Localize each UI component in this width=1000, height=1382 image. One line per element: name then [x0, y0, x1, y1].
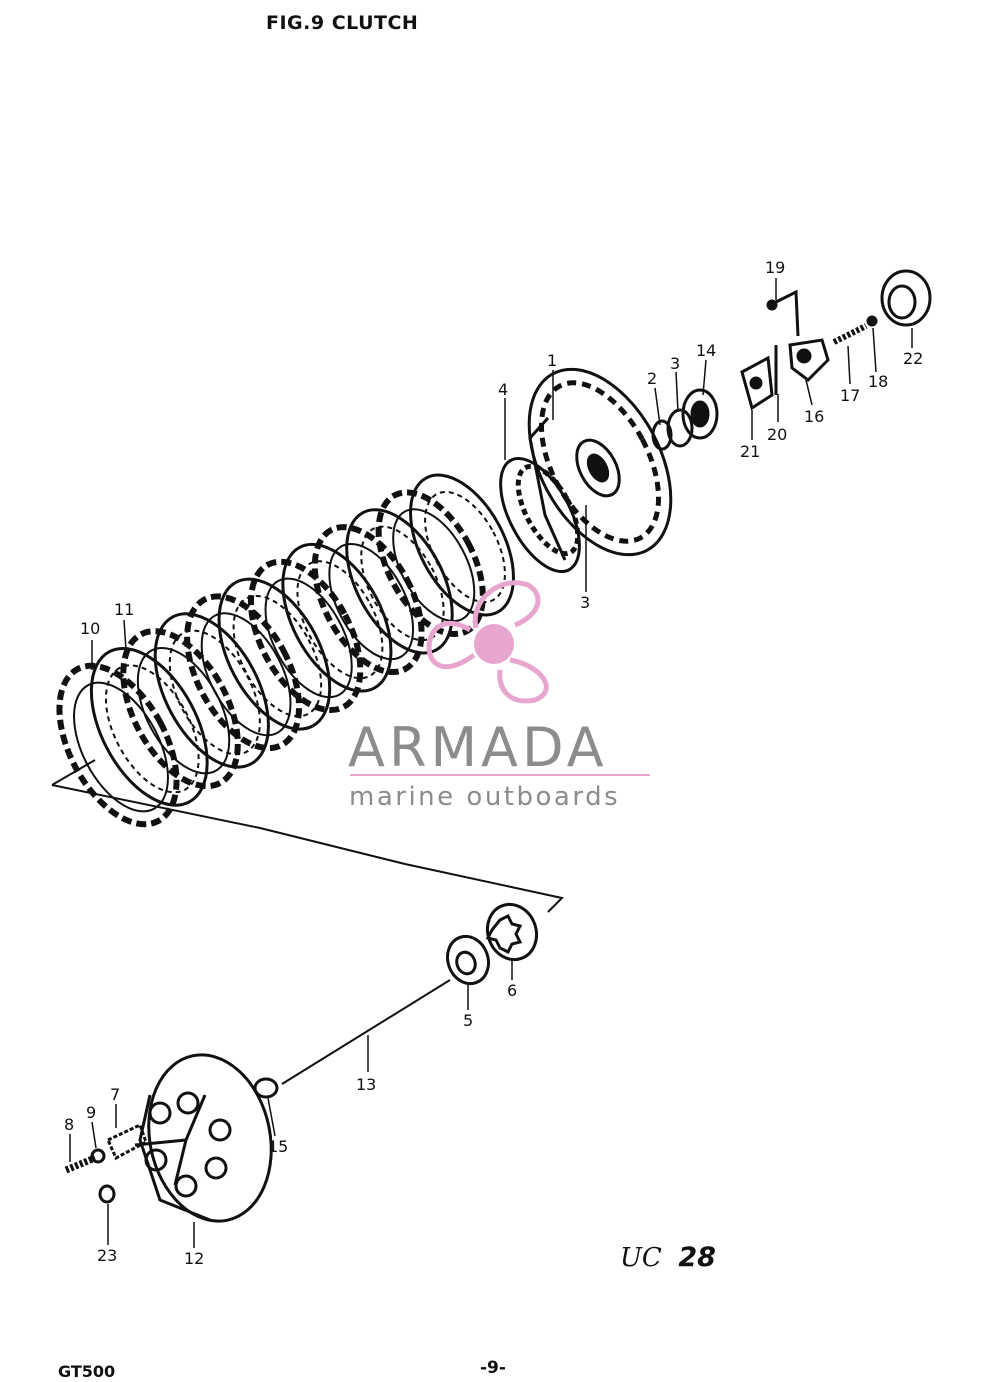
part-number-labels: 1 2 3 3 4 5 6 7 8 9 10 11 12 13 14 15 16… — [64, 258, 923, 1268]
part-label-23: 23 — [97, 1246, 117, 1265]
page-number: -9- — [480, 1358, 506, 1378]
clutch-plate-inner-edge — [392, 508, 476, 623]
catalog-code: UC 28 — [620, 1242, 716, 1273]
clutch-plate — [56, 662, 180, 828]
part-label-14: 14 — [696, 341, 716, 360]
clutch-plate-inner-edge — [424, 490, 506, 604]
clutch-plate-inner-edge — [200, 612, 292, 737]
part-leaders — [69, 278, 913, 1248]
clutch-plate — [375, 489, 486, 637]
part-label-3a: 3 — [670, 354, 680, 373]
part-label-2: 2 — [647, 369, 657, 388]
watermark-brand: ARMADA — [348, 716, 608, 779]
watermark-tagline: marine outboards — [349, 782, 621, 812]
part-label-8: 8 — [64, 1115, 74, 1134]
clutch-plate — [153, 612, 270, 769]
part-label-9: 9 — [86, 1103, 96, 1122]
part-label-16: 16 — [804, 407, 824, 426]
part-label-15: 15 — [268, 1137, 288, 1156]
part-label-10: 10 — [80, 619, 100, 638]
release-mechanism — [740, 269, 932, 411]
model-name: GT500 — [58, 1362, 116, 1381]
part-label-11: 11 — [114, 600, 134, 619]
watermark-divider — [350, 774, 650, 776]
pressure-plate-assembly — [64, 1053, 279, 1223]
part-label-13: 13 — [356, 1075, 376, 1094]
part-label-3b: 3 — [580, 593, 590, 612]
hub-washers — [445, 902, 539, 986]
part-label-18: 18 — [868, 372, 888, 391]
clutch-plate — [409, 473, 515, 617]
catalog-code-prefix: UC — [620, 1243, 662, 1273]
clutch-plate-inner-edge — [73, 681, 169, 813]
clutch-plate — [345, 508, 454, 655]
part-label-4: 4 — [498, 380, 508, 399]
part-label-5: 5 — [463, 1011, 473, 1030]
clutch-plate — [247, 558, 364, 714]
clutch-plate-inner-edge — [264, 577, 353, 699]
part-label-21: 21 — [740, 442, 760, 461]
clutch-plate-inner-edge — [104, 664, 200, 794]
part-label-19: 19 — [765, 258, 785, 277]
clutch-plate — [311, 524, 425, 676]
clutch-plate-inner-edge — [296, 560, 384, 680]
figure-title: FIG.9 CLUTCH — [266, 12, 419, 34]
clutch-plate — [281, 542, 393, 693]
part-label-6: 6 — [507, 981, 517, 1000]
part-label-1: 1 — [547, 351, 557, 370]
clutch-plate-inner-edge — [232, 594, 323, 718]
shaft-spacer-bearing — [651, 388, 719, 451]
part-label-12: 12 — [184, 1249, 204, 1268]
part-label-17: 17 — [840, 386, 860, 405]
clutch-plate-inner-edge — [168, 629, 261, 756]
clutch-plate-inner-edge — [360, 525, 445, 642]
clutch-plate — [184, 593, 303, 752]
part-label-20: 20 — [767, 425, 787, 444]
clutch-plate — [89, 646, 209, 807]
push-rod — [51, 759, 565, 1085]
clutch-plate-inner-edge — [328, 542, 415, 661]
catalog-code-number: 28 — [678, 1242, 716, 1273]
part-label-22: 22 — [903, 349, 923, 368]
part-label-7: 7 — [110, 1085, 120, 1104]
clutch-plate — [217, 577, 332, 731]
clutch-sleeve-hub — [499, 456, 581, 574]
watermark-propeller-logo — [426, 580, 549, 704]
